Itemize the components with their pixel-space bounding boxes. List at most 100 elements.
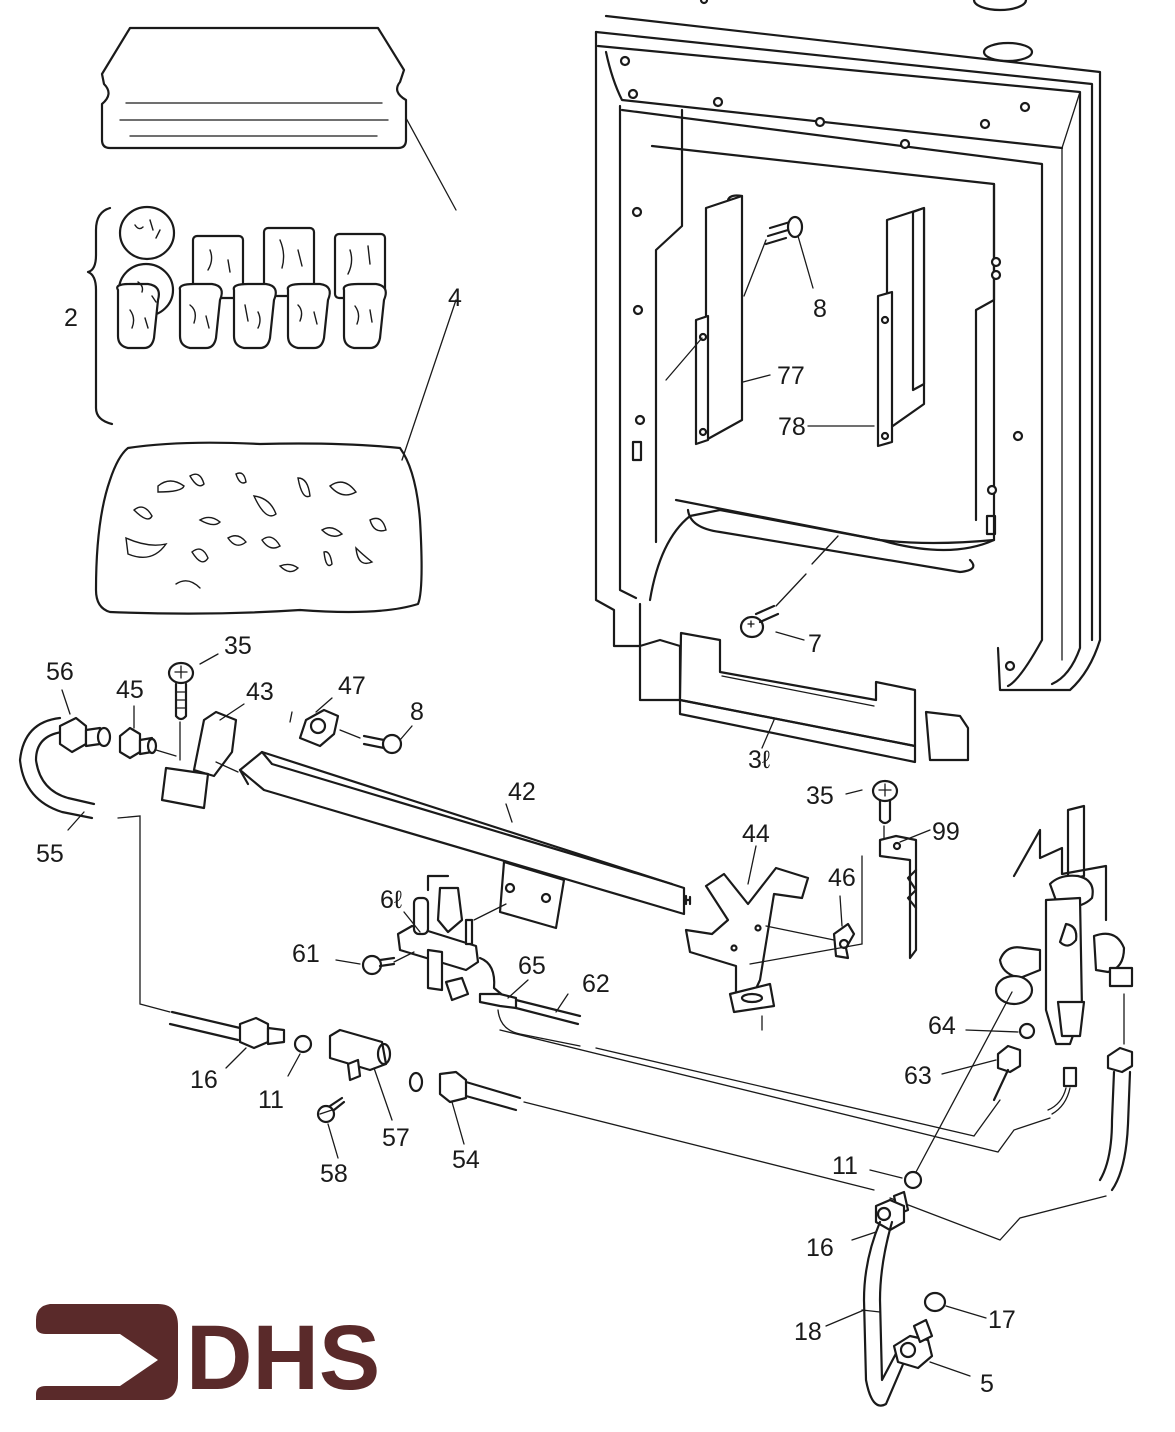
coal-tapered-5	[342, 282, 387, 350]
callout-55: 55	[36, 840, 64, 868]
burner-42	[238, 750, 692, 930]
olive-64	[1018, 1022, 1036, 1040]
injector-45	[118, 726, 158, 760]
pilot-assembly	[396, 874, 508, 1002]
callout-57: 57	[382, 1124, 410, 1152]
callout-43: 43	[246, 678, 274, 706]
callout-8: 8	[813, 295, 827, 323]
callout-63: 63	[904, 1062, 932, 1090]
pipe-nut-56	[58, 716, 112, 754]
callout-64: 64	[928, 1012, 956, 1040]
frame-screw-holes	[619, 55, 1031, 672]
callout-65: 65	[518, 952, 546, 980]
callout-16: 16	[190, 1066, 218, 1094]
pipe-nut-54	[408, 1070, 522, 1112]
coal-tapered-2	[178, 282, 223, 350]
callout-99: 99	[932, 818, 960, 846]
callout-16b: 16	[806, 1234, 834, 1262]
thermocouple-connection	[1047, 1066, 1078, 1115]
callout-5: 5	[980, 1370, 994, 1398]
leader-11-valve	[915, 991, 1013, 1173]
callout-58: 58	[320, 1160, 348, 1188]
leader-4a	[405, 117, 457, 211]
pilot-pipe-run	[117, 815, 242, 1042]
callout-56: 56	[46, 658, 74, 686]
inlet-elbow-pipe	[1098, 993, 1134, 1192]
callout-17: 17	[988, 1306, 1016, 1334]
bottom-support-rail	[638, 631, 970, 764]
callout-61: 61	[292, 940, 320, 968]
leader-4b	[401, 299, 457, 461]
callout-labels: 2 4 8 77 78 7 3ℓ 35 56 45 43 47 8 42 55 …	[36, 284, 1016, 1398]
pipe-nut-16-left	[238, 1016, 286, 1050]
frame-slot-left	[631, 440, 643, 462]
callout-62: 62	[582, 970, 610, 998]
right-side-bracket	[876, 206, 926, 448]
callout-45: 45	[116, 676, 144, 704]
gas-control-valve	[994, 804, 1134, 1046]
gas-supply-pipe-55	[18, 716, 96, 820]
connector-main-pipe	[523, 1101, 875, 1191]
callout-2: 2	[64, 304, 78, 332]
connector-inlet	[889, 1195, 1107, 1241]
callout-47: 47	[338, 672, 366, 700]
test-point-57	[328, 1028, 392, 1082]
control-bracket-99	[878, 834, 918, 960]
callout-8b: 8	[410, 698, 424, 726]
callout-leaders	[61, 235, 1019, 1377]
inlet-pipe-18	[861, 1190, 912, 1407]
bracket-screw-35-right	[871, 779, 899, 839]
thermocouple-62	[478, 992, 582, 1047]
connector-thermocouple	[595, 1047, 975, 1137]
callout-35: 35	[224, 632, 252, 660]
leader-45-43	[155, 749, 177, 757]
bracket-screw-8-top	[743, 215, 804, 297]
spring-clip-46	[765, 922, 856, 960]
callout-42: 42	[508, 778, 536, 806]
burner-support-bracket-44	[684, 866, 810, 1031]
callout-6l: 6ℓ	[380, 886, 403, 914]
test-point-screw-58	[316, 1096, 346, 1124]
callout-7: 7	[808, 630, 822, 658]
callout-77: 77	[777, 362, 805, 390]
dhs-logo: DHS	[36, 1304, 380, 1409]
callout-44: 44	[742, 820, 770, 848]
olive-11-right	[903, 1170, 923, 1190]
coal-tapered-3	[232, 282, 277, 350]
arrow-logo-icon	[36, 1304, 178, 1400]
burner-screw-8	[339, 729, 403, 755]
leader-43-42	[215, 761, 239, 773]
callout-46: 46	[828, 864, 856, 892]
connector-thermo-up	[973, 1099, 1001, 1137]
injector-bracket-43	[160, 710, 238, 810]
callout-54: 54	[452, 1146, 480, 1174]
callout-35b: 35	[806, 782, 834, 810]
leader-77-screw	[665, 337, 703, 381]
left-side-bracket	[694, 0, 744, 446]
logo-text: DHS	[186, 1307, 380, 1409]
frame-screw-7	[739, 535, 839, 639]
fuel-bed-top-panel	[100, 26, 408, 150]
bracket-screw-35	[167, 661, 195, 761]
olive-17	[923, 1291, 947, 1313]
coal-round-1	[118, 205, 176, 261]
fuel-bed-base	[94, 441, 423, 615]
connector-pilot	[499, 1029, 1051, 1153]
pilot-pipe-nut-63	[992, 1044, 1022, 1102]
coal-tapered-4	[286, 282, 331, 350]
frame-slot-right	[985, 514, 997, 536]
callout-3l: 3ℓ	[748, 746, 771, 774]
clip-nut-47	[289, 708, 340, 748]
pilot-screw-61	[361, 951, 415, 976]
leader-44-99	[749, 943, 863, 965]
inlet-nut-5	[892, 1318, 934, 1370]
callout-18: 18	[794, 1318, 822, 1346]
fascia-frame	[594, 0, 1102, 692]
callout-78: 78	[778, 413, 806, 441]
coal-tapered-1	[116, 282, 160, 350]
callout-11: 11	[258, 1086, 284, 1114]
callout-4: 4	[448, 284, 462, 312]
olive-11-left	[293, 1034, 313, 1054]
